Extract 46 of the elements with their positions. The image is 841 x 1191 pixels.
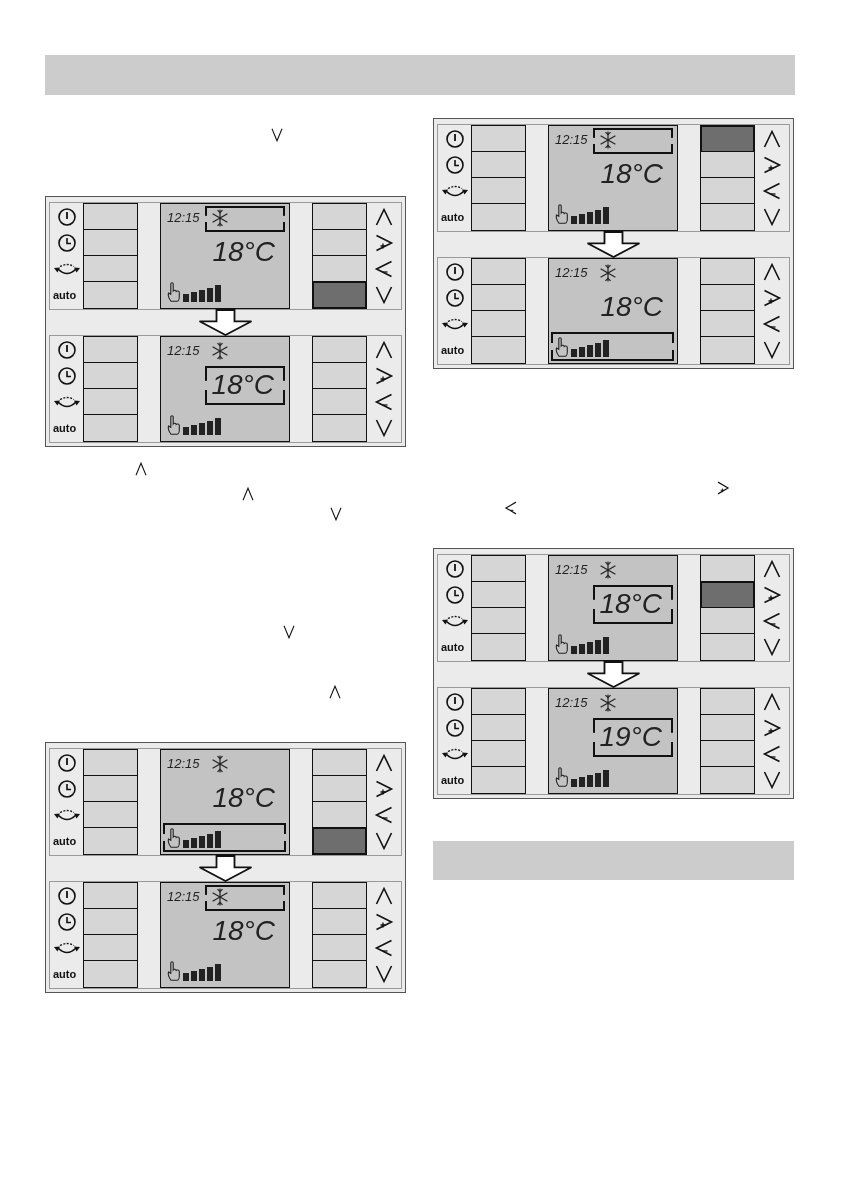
lcd-display xyxy=(160,203,290,309)
heading-bar xyxy=(45,55,795,95)
button-label: auto xyxy=(441,774,465,787)
control-panel xyxy=(49,748,402,856)
block-arrow xyxy=(198,855,253,882)
time-readout: 12:15 xyxy=(555,562,588,577)
button-label: auto xyxy=(441,641,465,654)
time-readout: 12:15 xyxy=(555,265,588,280)
temperature-readout: 18°C xyxy=(600,158,663,190)
time-readout: 12:15 xyxy=(167,756,200,771)
temperature-readout: 18°C xyxy=(600,291,663,323)
time-readout: 12:15 xyxy=(555,132,588,147)
lcd-display xyxy=(160,882,290,988)
button-label: auto xyxy=(441,211,465,224)
block-arrow xyxy=(198,309,253,336)
temperature-readout: 18°C xyxy=(212,915,275,947)
temperature-readout: 18°C xyxy=(212,236,275,268)
button-label: auto xyxy=(53,835,77,848)
lcd-display xyxy=(548,125,678,231)
control-panel xyxy=(437,257,790,365)
control-panel xyxy=(437,554,790,662)
control-panel xyxy=(49,202,402,310)
time-readout: 12:15 xyxy=(167,343,200,358)
time-readout: 12:15 xyxy=(555,695,588,710)
button-label: auto xyxy=(53,968,77,981)
time-readout: 12:15 xyxy=(167,889,200,904)
control-panel xyxy=(49,335,402,443)
lcd-display xyxy=(548,555,678,661)
block-arrow xyxy=(586,661,641,688)
lcd-display xyxy=(160,749,290,855)
block-arrow xyxy=(586,231,641,258)
lcd-display xyxy=(160,336,290,442)
control-panel xyxy=(49,881,402,989)
temperature-readout: 18°C xyxy=(212,782,275,814)
button-label: auto xyxy=(441,344,465,357)
temperature-readout: 19°C xyxy=(599,721,662,753)
control-panel xyxy=(437,687,790,795)
control-panel xyxy=(437,124,790,232)
lcd-display xyxy=(548,688,678,794)
button-label: auto xyxy=(53,422,77,435)
button-label: auto xyxy=(53,289,77,302)
temperature-readout: 18°C xyxy=(211,369,274,401)
heading-bar xyxy=(433,841,794,880)
lcd-display xyxy=(548,258,678,364)
time-readout: 12:15 xyxy=(167,210,200,225)
temperature-readout: 18°C xyxy=(599,588,662,620)
